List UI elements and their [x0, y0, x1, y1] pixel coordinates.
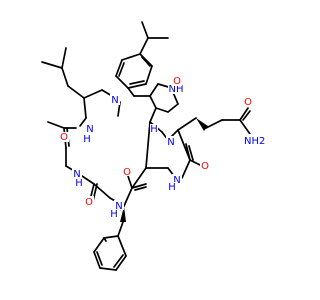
- atom-o-amide: O: [244, 97, 252, 108]
- atom-h-left-lower: H: [75, 178, 83, 189]
- atom-n-methyl: N: [111, 95, 118, 106]
- atom-h-center: H: [168, 182, 176, 193]
- atom-n-bottom: N: [115, 201, 122, 212]
- atom-o-top-center: O: [173, 76, 181, 87]
- atom-nh-indole: NH: [169, 84, 184, 95]
- macrocycle-backbone: [47, 89, 203, 207]
- isobutyl-side-chain: [41, 47, 85, 99]
- glutamine-side-chain: [196, 107, 251, 135]
- atom-h-left-upper: H: [83, 134, 91, 145]
- atom-n-center: N: [173, 175, 180, 186]
- molecule-canvas: O N H N N H O N H O N H O N H NH O: [41, 21, 266, 271]
- indole-ring: [133, 83, 179, 169]
- atom-o-left-lower: O: [85, 197, 93, 208]
- atom-o-left: O: [60, 132, 68, 143]
- atom-labels: O N H N N H O N H O N H O N H NH O: [60, 76, 266, 220]
- benzyl-bottom: [93, 206, 127, 271]
- atom-o-right-center: O: [201, 161, 209, 172]
- atom-n-right-upper: N: [167, 137, 174, 148]
- atom-nh2-amide: NH2: [244, 136, 265, 147]
- atom-h-bottom: H: [110, 209, 118, 220]
- molecule-structure: O N H N N H O N H O N H O N H NH O: [41, 21, 266, 271]
- atom-n-left-upper: N: [86, 124, 93, 135]
- atom-n-left-lower: N: [73, 169, 80, 180]
- atom-o-bottom-center: O: [123, 167, 131, 178]
- atom-h-right-upper: H: [150, 124, 158, 135]
- aryl-ring-upper: [115, 21, 169, 97]
